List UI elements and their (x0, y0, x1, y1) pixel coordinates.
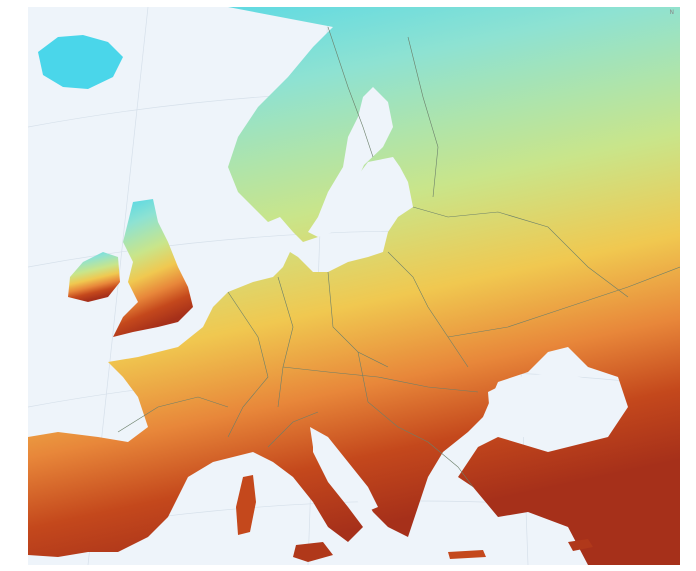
cyprus (568, 539, 593, 551)
sicily (293, 542, 333, 562)
ireland (68, 252, 120, 302)
crete (448, 550, 486, 559)
mainland-europe (28, 7, 680, 565)
baltic-sea (308, 87, 393, 237)
country-borders (117, 26, 680, 488)
black-sea (488, 372, 618, 439)
adriatic-sea (310, 427, 378, 512)
iceland (38, 35, 123, 89)
map-canvas (28, 7, 680, 565)
corsica-sardinia (236, 475, 256, 535)
europe-heatmap[interactable]: N (28, 7, 680, 565)
corner-mark: N (669, 9, 675, 16)
great-britain (113, 199, 193, 337)
